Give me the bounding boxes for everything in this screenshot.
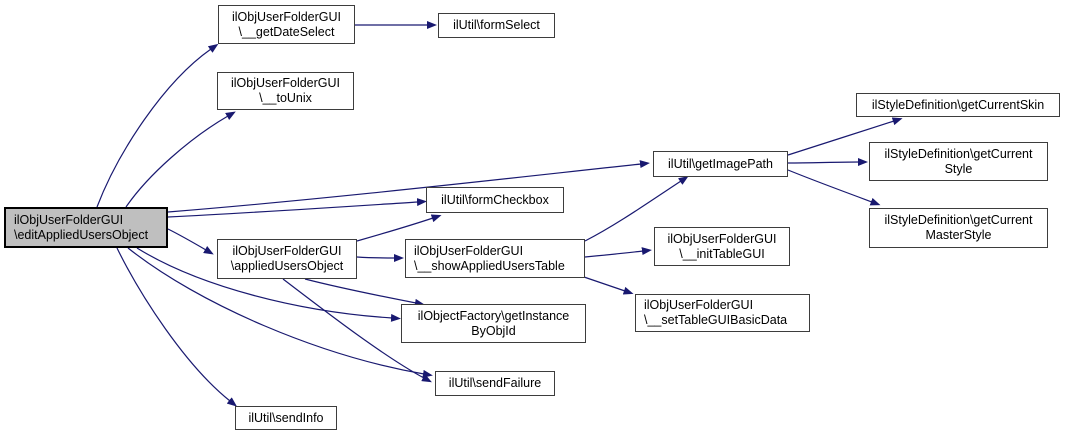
edge-appliedUsersObject-to-formCheckbox xyxy=(356,214,442,242)
node-label-line1: ilUtil\sendInfo xyxy=(248,410,324,425)
node-label-line2: Style xyxy=(944,161,973,176)
node-label-line1: ilUtil\sendFailure xyxy=(448,376,542,390)
node-label-line1: ilUtil\formSelect xyxy=(453,18,540,32)
graph-node-showAppliedUsersTable[interactable]: ilObjUserFolderGUI \__showAppliedUsersTa… xyxy=(405,239,585,278)
node-label-line1: ilObjUserFolderGUI xyxy=(414,243,524,258)
graph-node-formSelect[interactable]: ilUtil\formSelect xyxy=(438,13,555,38)
graph-node-sendInfo[interactable]: ilUtil\sendInfo xyxy=(235,406,337,430)
edge-editAppliedUsersObject-to-toUnix xyxy=(125,111,236,208)
node-label-line2: \__toUnix xyxy=(259,91,312,105)
graph-node-getCurrentSkin[interactable]: ilStyleDefinition\getCurrentSkin xyxy=(856,93,1060,117)
edge-getImagePath-to-getCurrentSkin xyxy=(787,117,903,156)
node-label-line1: ilStyleDefinition\getCurrent xyxy=(884,146,1033,161)
node-label-line2: \editAppliedUsersObject xyxy=(14,227,149,242)
edge-showAppliedUsersTable-to-setTableGUIBasicData xyxy=(583,276,634,295)
node-label-line1: ilObjUserFolderGUI xyxy=(231,9,342,24)
node-label-line2: \__getDateSelect xyxy=(238,24,335,39)
edge-editAppliedUsersObject-to-sendFailure xyxy=(127,247,433,378)
edge-editAppliedUsersObject-to-appliedUsersObject xyxy=(167,228,214,255)
graph-node-sendFailure[interactable]: ilUtil\sendFailure xyxy=(435,371,555,396)
graph-node-setTableGUIBasicData[interactable]: ilObjUserFolderGUI \__setTableGUIBasicDa… xyxy=(635,294,810,332)
node-label-line1: ilStyleDefinition\getCurrent xyxy=(884,213,1033,227)
node-label-line1: ilUtil\formCheckbox xyxy=(441,192,549,207)
edge-showAppliedUsersTable-to-getImagePath xyxy=(584,176,689,242)
node-label-line2: \appliedUsersObject xyxy=(230,259,344,273)
edge-editAppliedUsersObject-to-getInstanceByObjId xyxy=(136,247,401,322)
node-label-line1: ilObjUserFolderGUI xyxy=(667,231,777,246)
graph-node-appliedUsersObject[interactable]: ilObjUserFolderGUI \appliedUsersObject xyxy=(217,239,357,279)
node-label-line1: ilObjUserFolderGUI xyxy=(644,298,754,312)
node-label-line1: ilObjUserFolderGUI xyxy=(14,212,124,227)
edge-editAppliedUsersObject-to-getDateSelect xyxy=(96,43,219,208)
node-label-line1: ilObjUserFolderGUI xyxy=(232,244,342,258)
edge-appliedUsersObject-to-getInstanceByObjId xyxy=(304,278,425,307)
node-label-line2: \__initTableGUI xyxy=(679,246,765,261)
node-label-line1: ilObjUserFolderGUI xyxy=(230,76,341,90)
edge-appliedUsersObject-to-showAppliedUsersTable xyxy=(356,253,404,262)
edge-showAppliedUsersTable-to-initTableGUI xyxy=(584,247,652,258)
node-label-line2: MasterStyle xyxy=(925,228,992,242)
edge-getImagePath-to-getCurrentStyle xyxy=(787,158,868,167)
graph-node-getInstanceByObjId[interactable]: ilObjectFactory\getInstance ByObjId xyxy=(401,304,586,343)
edge-editAppliedUsersObject-to-getImagePath xyxy=(167,160,650,213)
graph-node-formCheckbox[interactable]: ilUtil\formCheckbox xyxy=(426,187,564,213)
graph-node-getCurrentMasterStyle[interactable]: ilStyleDefinition\getCurrent MasterStyle xyxy=(869,208,1048,248)
edge-appliedUsersObject-to-sendFailure xyxy=(282,278,432,383)
graph-node-getCurrentStyle[interactable]: ilStyleDefinition\getCurrent Style xyxy=(869,142,1048,181)
node-label-line2: \__showAppliedUsersTable xyxy=(414,258,565,273)
node-label-line1: ilStyleDefinition\getCurrentSkin xyxy=(871,97,1045,112)
node-label-line2: \__setTableGUIBasicData xyxy=(644,313,788,327)
node-label-line1: ilUtil\getImagePath xyxy=(668,156,773,171)
graph-node-editAppliedUsersObject: ilObjUserFolderGUI \editAppliedUsersObje… xyxy=(4,207,168,248)
edge-getImagePath-to-getCurrentMasterStyle xyxy=(787,169,881,206)
graph-node-toUnix[interactable]: ilObjUserFolderGUI \__toUnix xyxy=(217,72,354,110)
graph-node-initTableGUI[interactable]: ilObjUserFolderGUI \__initTableGUI xyxy=(654,227,790,266)
node-label-line2: ByObjId xyxy=(471,323,516,338)
graph-node-getDateSelect[interactable]: ilObjUserFolderGUI \__getDateSelect xyxy=(218,5,355,44)
graph-node-getImagePath[interactable]: ilUtil\getImagePath xyxy=(653,151,788,177)
edge-editAppliedUsersObject-to-sendInfo xyxy=(116,247,238,407)
edge-editAppliedUsersObject-to-formCheckbox xyxy=(167,198,427,218)
node-label-line1: ilObjectFactory\getInstance xyxy=(417,308,570,323)
